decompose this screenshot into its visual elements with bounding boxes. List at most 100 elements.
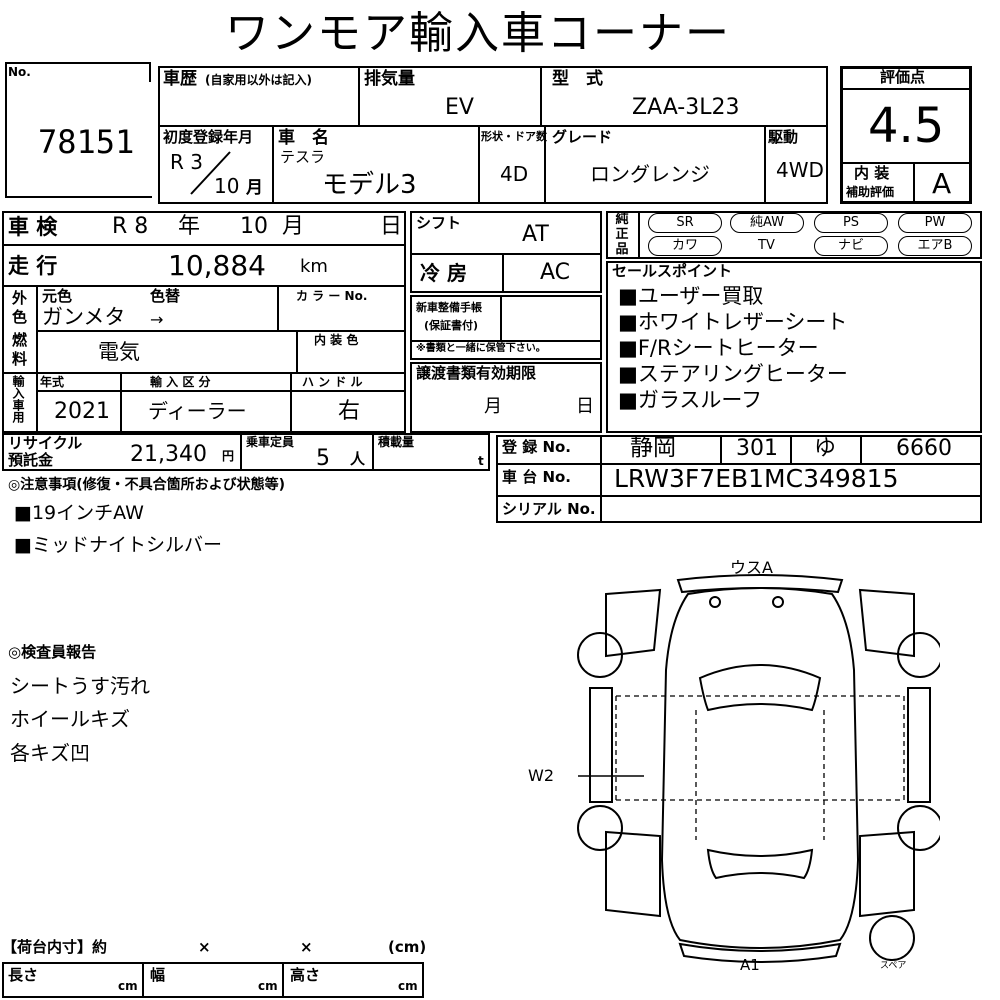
fuel-value: 電気 [98, 340, 140, 364]
stock-number-label: No. [8, 65, 31, 79]
recycle-label-2: 預託金 [8, 451, 54, 469]
interior-color-label: 内 装 色 [314, 333, 359, 347]
warranty-label: (保証書付) [424, 319, 479, 332]
inspection-day-suffix: 日 [380, 214, 403, 239]
page-title: ワンモア輸入車コーナー [225, 8, 731, 59]
exterior-color-label-1: 外 [12, 289, 28, 307]
cargo-label: 【荷台内寸】約 [2, 938, 108, 956]
cargo-width-label: 幅 [150, 966, 166, 984]
import-type-label: 輸 入 区 分 [150, 375, 211, 389]
rear-mark: A1 [740, 956, 760, 974]
chassis-number: LRW3F7EB1MC349815 [614, 464, 899, 493]
notes-item: ■19インチAW [14, 502, 144, 524]
displacement-label: 排気量 [364, 69, 415, 89]
sales-point-item: ■ガラスルーフ [618, 388, 763, 412]
registration-area: 静岡 [630, 435, 676, 461]
manual-grid [410, 295, 602, 360]
car-name: モデル3 [322, 170, 417, 200]
drive-label: 駆動 [768, 128, 799, 146]
cargo-unit: (cm) [388, 938, 427, 956]
sales-point-item: ■ステアリングヒーター [618, 362, 848, 386]
displacement-value: EV [445, 95, 474, 120]
transfer-month-suffix: 月 [484, 396, 502, 417]
transfer-docs-label: 譲渡書類有効期限 [416, 364, 537, 382]
shift-ac-grid [410, 211, 602, 293]
equipment-tv: TV [758, 238, 775, 253]
stock-number: 78151 [38, 123, 135, 161]
front-mark: ウスA [730, 558, 773, 577]
sales-points-label: セールスポイント [612, 262, 733, 280]
history-label: 車歴 [163, 69, 197, 89]
original-color-label: 元色 [42, 287, 73, 305]
cargo-times-1: × [198, 938, 211, 956]
history-note: (自家用以外は記入) [205, 73, 312, 87]
shift-label: シフト [416, 214, 462, 232]
inspector-report-label: ◎検査員報告 [8, 643, 97, 661]
score-box [840, 66, 972, 204]
stock-number-box [5, 62, 152, 198]
registration-grid [496, 435, 982, 523]
equipment-navi: ナビ [814, 236, 888, 256]
equipment-grid [606, 211, 982, 259]
cargo-grid [2, 962, 424, 998]
cargo-height-unit: cm [398, 979, 418, 993]
first-registration-label: 初度登録年月 [163, 128, 254, 146]
car-name-label: 車 名 [278, 128, 329, 148]
model-year-label: 年式 [40, 375, 65, 389]
first-registration-month: 10 [214, 174, 240, 198]
document-storage-note: ※書類と一緒に保管下さい。 [416, 343, 546, 354]
equipment-ps: PS [814, 213, 888, 233]
fuel-label-2: 料 [12, 350, 28, 368]
registration-label: 登 録 No. [502, 438, 572, 456]
cargo-width-unit: cm [258, 979, 278, 993]
import-type-value: ディーラー [148, 399, 247, 423]
first-registration-month-suffix: 月 [246, 178, 263, 198]
interior-score: A [932, 167, 952, 200]
shape-doors-value: 4D [500, 162, 529, 186]
recycle-deposit: 21,340 [130, 442, 207, 467]
date-slash [190, 151, 231, 195]
grade-label: グレード [552, 128, 613, 146]
equipment-genuine-aw: 純AW [730, 213, 804, 233]
inspection-month: 10 [240, 214, 268, 239]
sales-point-item: ■ホワイトレザーシート [618, 310, 848, 334]
fuel-label-1: 燃 [12, 331, 28, 349]
interior-label: 内 装 [854, 164, 890, 182]
color-number-label: カ ラ ー No. [296, 289, 368, 303]
registration-number: 6660 [896, 436, 952, 461]
equipment-sr: SR [648, 213, 722, 233]
registration-kana: ゆ [814, 436, 837, 461]
header-grid [158, 66, 828, 204]
ac-label: 冷 房 [420, 261, 467, 285]
color-change-arrow: → [150, 310, 164, 329]
inspection-month-suffix: 月 [282, 214, 305, 239]
model-code: ZAA-3L23 [632, 95, 740, 120]
ac-value: AC [540, 260, 571, 285]
equipment-leather: カワ [648, 236, 722, 256]
transfer-grid [410, 362, 602, 433]
details-grid [2, 211, 406, 433]
side-mark: W2 [528, 766, 554, 785]
model-label: 型 式 [552, 69, 603, 89]
notes-item: ■ミッドナイトシルバー [14, 534, 222, 556]
chassis-label: 車 台 No. [502, 468, 572, 486]
handle-value: 右 [338, 399, 361, 424]
import-vehicle-label: 輸入車用 [11, 375, 25, 423]
equipment-airbag: エアB [898, 236, 972, 256]
shape-doors-label: 形状・ドア数 [481, 130, 547, 143]
first-registration-era: R 3 [170, 150, 203, 174]
model-year-value: 2021 [54, 399, 110, 424]
recycle-grid [2, 433, 490, 471]
equipment-pw: PW [898, 213, 972, 233]
cargo-times-2: × [300, 938, 313, 956]
interior-sub-label: 補助評価 [846, 185, 895, 199]
sales-points-box [606, 261, 982, 433]
inspector-report-item: ホイールキズ [10, 707, 130, 731]
exterior-color-label-2: 色 [12, 308, 28, 326]
notes-label: ◎注意事項(修復・不具合箇所および状態等) [8, 477, 286, 493]
score-label: 評価点 [880, 68, 926, 86]
mileage-label: 走 行 [8, 254, 58, 278]
repaint-label: 色替 [150, 287, 181, 305]
inspection-year-suffix: 年 [178, 214, 201, 239]
mileage-value: 10,884 [168, 249, 266, 282]
